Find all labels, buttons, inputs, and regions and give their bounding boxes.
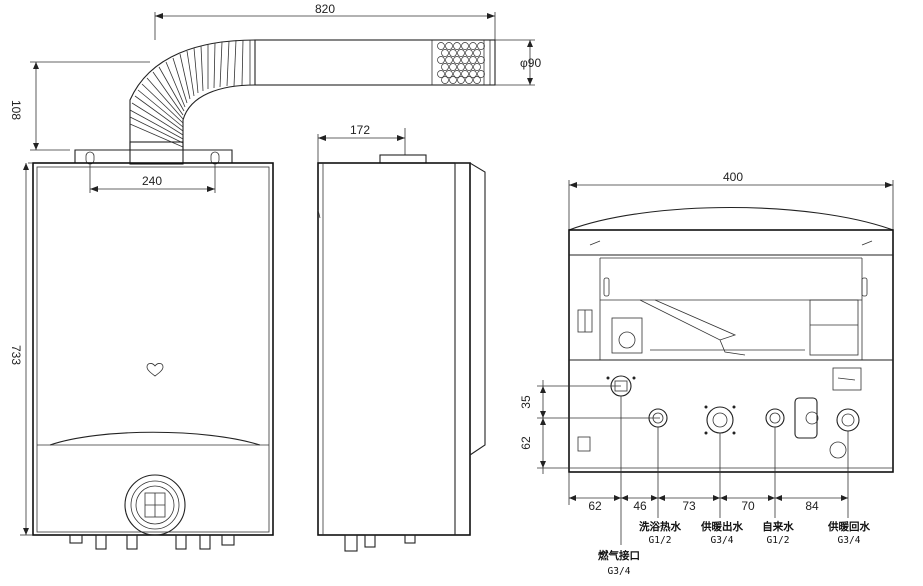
label-gas: 燃气接口 — [598, 549, 640, 562]
dim-bracket-spacing: 240 — [142, 174, 162, 188]
pipe-spacing-dims: 62 46 73 70 84 — [568, 396, 849, 545]
heart-logo-icon — [146, 363, 164, 377]
dim-width: 400 — [723, 170, 743, 184]
dim-water-offset: 62 — [519, 436, 533, 450]
corrugated-elbow — [129, 39, 251, 148]
spec-dhw-outlet: G1/2 — [649, 535, 672, 546]
dim-spacing-2: 46 — [633, 499, 647, 513]
bottom-fittings-front — [69, 534, 235, 550]
flue-terminal-mesh — [437, 42, 485, 84]
heating-return-icon — [829, 408, 860, 459]
bottom-view: 400 — [519, 170, 894, 577]
spec-heating-return: G3/4 — [838, 535, 861, 546]
dim-gas-offset: 35 — [519, 395, 533, 409]
dim-flue-length: 820 — [315, 2, 335, 16]
side-view: 172 — [317, 123, 486, 552]
pressure-gauge-icon — [124, 474, 186, 536]
label-dhw-outlet: 洗浴热水 — [639, 520, 681, 533]
dim-spacing-4: 70 — [741, 499, 755, 513]
internal-assembly — [577, 299, 859, 356]
cold-water-inlet-icon — [765, 408, 785, 428]
spec-heating-flow: G3/4 — [711, 535, 734, 546]
label-heating-flow: 供暖出水 — [700, 520, 743, 533]
valve-icon — [794, 397, 819, 439]
dim-depth: 172 — [350, 123, 370, 137]
label-heating-return: 供暖回水 — [827, 520, 870, 533]
bottom-fittings-side — [344, 534, 416, 552]
dim-spacing-3: 73 — [682, 499, 696, 513]
spec-cold-water: G1/2 — [767, 535, 790, 546]
label-cold-water: 自来水 — [762, 520, 794, 533]
heating-flow-icon — [704, 405, 736, 435]
dim-spacing-5: 84 — [805, 499, 819, 513]
spec-gas: G3/4 — [608, 566, 631, 577]
front-view: 820 φ90 — [9, 2, 541, 550]
dim-total-height: 733 — [9, 345, 23, 365]
dim-spacing-1: 62 — [588, 499, 602, 513]
dim-flue-height: 108 — [9, 100, 23, 120]
dim-flue-diameter: φ90 — [520, 56, 541, 70]
